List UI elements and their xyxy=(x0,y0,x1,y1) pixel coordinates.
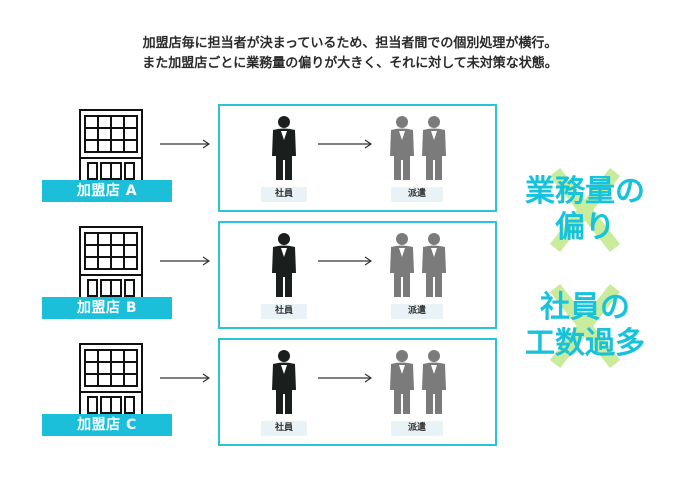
dispatch-tag: 派遣 xyxy=(391,421,443,436)
arrow-right-icon xyxy=(160,139,211,149)
building-icon xyxy=(79,343,143,419)
dispatch-staff-icon xyxy=(390,233,446,297)
employee-tag: 社員 xyxy=(261,304,307,319)
store-label-a: 加盟店 A xyxy=(42,180,172,202)
dispatch-staff-icon xyxy=(390,116,446,180)
staff-panel-b xyxy=(218,221,497,329)
store-row-b: 加盟店 B 社員 派遣 xyxy=(0,221,700,340)
store-row-c: 加盟店 C 社員 派遣 xyxy=(0,338,700,457)
issue-title-line-2: 偏り xyxy=(555,210,615,245)
issue-title-line-1: 業務量の xyxy=(525,174,645,209)
employee-icon xyxy=(272,350,296,414)
employee-icon xyxy=(272,233,296,297)
staff-panel-a xyxy=(218,104,497,212)
store-label-b: 加盟店 B xyxy=(42,297,172,319)
caption-line-1: 加盟店毎に担当者が決まっているため、担当者間での個別処理が横行。 xyxy=(142,36,558,51)
issue-employee-overload: 社員の 工数過多 xyxy=(505,283,665,369)
arrow-right-icon xyxy=(160,373,211,383)
building-icon xyxy=(79,226,143,302)
dispatch-tag: 派遣 xyxy=(391,304,443,319)
dispatch-staff-icon xyxy=(390,350,446,414)
caption-line-2: また加盟店ごとに業務量の偏りが大きく、それに対して未対策な状態。 xyxy=(142,56,558,71)
employee-icon xyxy=(272,116,296,180)
issue-title-line-2: 工数過多 xyxy=(525,326,645,361)
arrow-right-icon xyxy=(318,373,373,383)
issue-title-line-1: 社員の xyxy=(540,290,630,325)
staff-panel-c xyxy=(218,338,497,446)
employee-tag: 社員 xyxy=(261,187,307,202)
store-row-a: 加盟店 A 社員 派遣 xyxy=(0,104,700,223)
caption: 加盟店毎に担当者が決まっているため、担当者間での個別処理が横行。 また加盟店ごと… xyxy=(0,34,700,74)
arrow-right-icon xyxy=(318,256,373,266)
x-mark-icon xyxy=(549,167,621,253)
building-icon xyxy=(79,109,143,185)
issue-workload-imbalance: 業務量の 偏り xyxy=(505,167,665,253)
employee-tag: 社員 xyxy=(261,421,307,436)
arrow-right-icon xyxy=(160,256,211,266)
arrow-right-icon xyxy=(318,139,373,149)
store-label-c: 加盟店 C xyxy=(42,414,172,436)
dispatch-tag: 派遣 xyxy=(391,187,443,202)
x-mark-icon xyxy=(549,283,621,369)
